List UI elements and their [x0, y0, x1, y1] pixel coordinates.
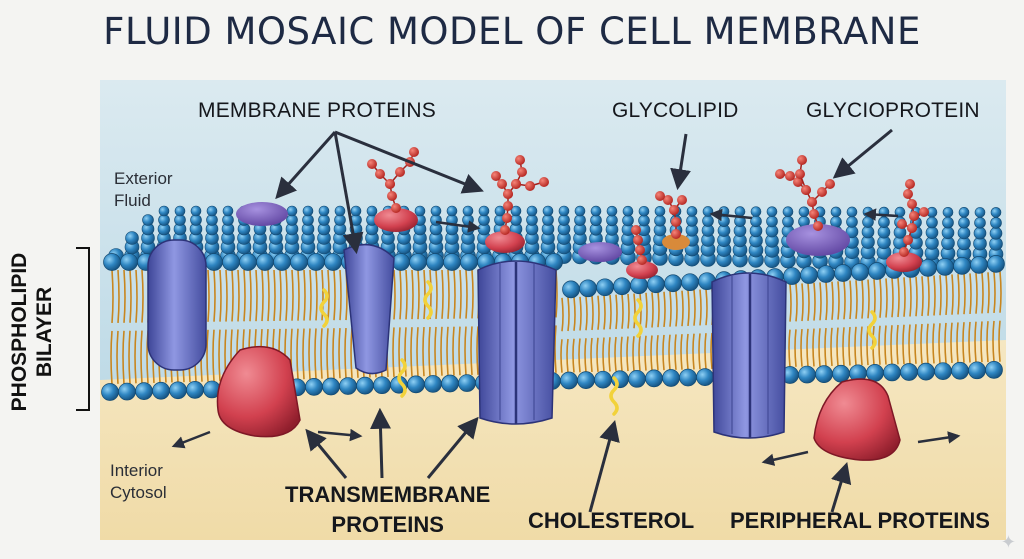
cholesterol-molecules [319, 280, 877, 416]
bilayer-brace [76, 247, 90, 411]
cholesterol-label: CHOLESTEROL [528, 508, 695, 533]
outer-protein-red-2 [485, 231, 525, 253]
outer-protein-red-3 [626, 261, 658, 279]
phospholipid-bilayer-label: PHOSPHOLIPID BILAYER [8, 252, 56, 412]
outer-protein-purple-2 [578, 242, 622, 262]
outer-protein-purple-3 [786, 224, 850, 256]
outer-protein-red-1 [374, 208, 418, 232]
outer-protein-orange [662, 234, 690, 250]
motion-arrows [171, 208, 961, 466]
peripheral-protein-left [216, 345, 301, 438]
label-pointers [275, 128, 893, 513]
outer-protein-purple-1 [236, 202, 288, 226]
peripheral-protein-right [813, 378, 901, 461]
interior-cytosol-label: Interior Cytosol [110, 461, 167, 502]
glycoprotein-label: GLYCIOPROTEIN [806, 99, 980, 122]
outer-protein-red-4 [886, 252, 922, 272]
sugar-chains [367, 147, 929, 265]
transmembrane-protein-4 [711, 272, 787, 439]
transmembrane-proteins-label: TRANSMEMBRANE PROTEINS [285, 482, 491, 537]
sparkle-icon: ✦ [1000, 532, 1016, 553]
peripheral-proteins-label: PERIPHERAL PROTEINS [730, 508, 990, 533]
transmembrane-protein-1 [147, 239, 207, 371]
exterior-fluid-label: Exterior Fluid [114, 169, 173, 210]
transmembrane-protein-3 [477, 260, 557, 425]
membrane-proteins-label: MEMBRANE PROTEINS [198, 99, 436, 122]
page-title: FLUID MOSAIC MODEL OF CELL MEMBRANE [103, 10, 921, 53]
glycolipid-label: GLYCOLIPID [612, 99, 739, 122]
